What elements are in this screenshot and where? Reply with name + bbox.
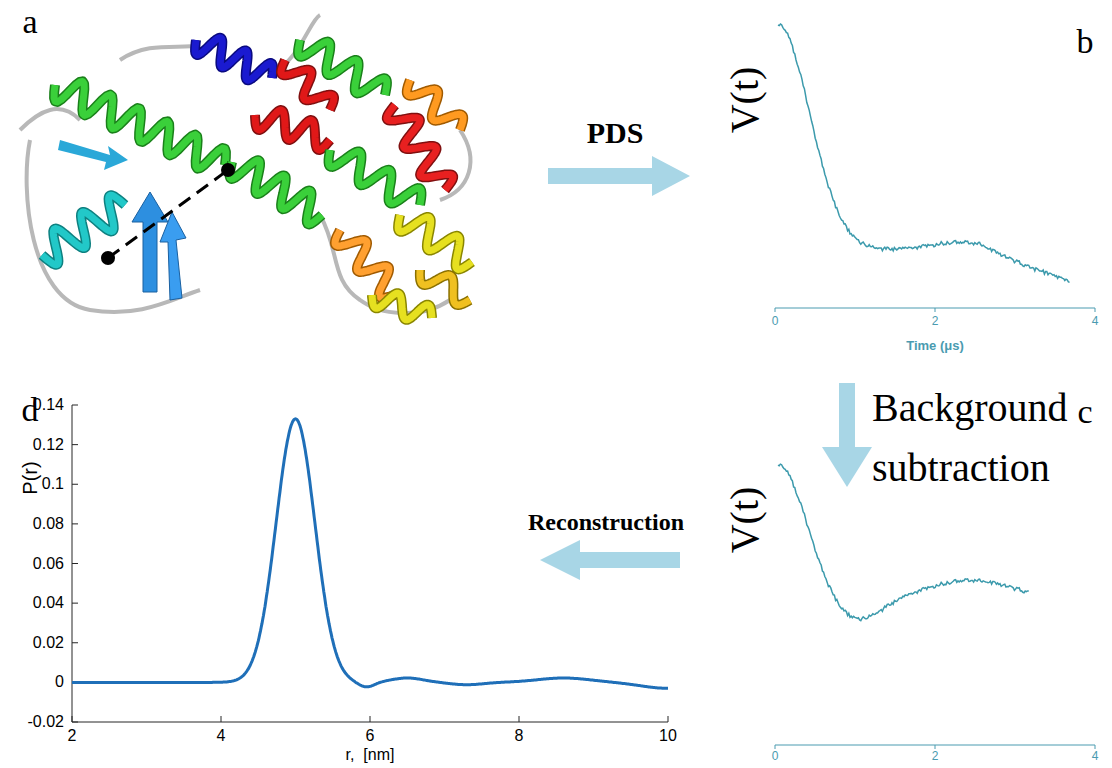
- axis-label: V(t): [723, 67, 767, 134]
- tick: [72, 405, 78, 406]
- axis-b: [775, 308, 1095, 312]
- signal-trace: [778, 24, 1070, 282]
- helix: [255, 110, 330, 150]
- helix: [372, 293, 432, 320]
- tick-label: 4: [217, 727, 226, 745]
- helix: [407, 80, 463, 130]
- tick-label: 0: [772, 315, 779, 328]
- tick: [72, 716, 73, 722]
- helix: [195, 38, 273, 81]
- tick: [519, 716, 520, 722]
- axis-c: [775, 745, 1095, 749]
- protein-ribbon: [20, 15, 472, 320]
- helix: [195, 38, 273, 81]
- spin-label: [221, 163, 235, 177]
- axis-label: Time (μs): [906, 339, 964, 353]
- loop: [120, 45, 200, 60]
- panel-letter: a: [22, 3, 37, 40]
- ticks-d: [72, 405, 668, 722]
- distance-line: [108, 170, 228, 258]
- tick-label: 0.06: [33, 555, 64, 573]
- tick: [72, 603, 78, 604]
- helix: [329, 150, 422, 205]
- tick-label: -0.02: [28, 713, 64, 731]
- arrow-right: [548, 156, 690, 196]
- helix: [398, 215, 472, 269]
- tick: [72, 444, 78, 445]
- helix: [54, 81, 226, 168]
- arrow-label: Reconstruction: [528, 509, 684, 535]
- panel-letter: b: [1077, 23, 1094, 60]
- helix: [230, 160, 322, 224]
- helix: [281, 60, 334, 110]
- helix: [42, 195, 125, 265]
- beta-strand: [160, 212, 186, 300]
- tick-label: 0.14: [33, 396, 64, 414]
- helix: [407, 80, 463, 130]
- tick-label: 2: [932, 750, 939, 763]
- tick: [72, 523, 78, 524]
- tick: [72, 642, 78, 643]
- tick-label: 0: [772, 750, 779, 763]
- spin-label: [101, 251, 115, 265]
- helix: [335, 230, 395, 298]
- axis-label: P(r): [19, 461, 41, 494]
- helix: [335, 230, 395, 298]
- helix: [255, 110, 330, 150]
- tick: [668, 716, 669, 722]
- axis-label: V(t): [723, 487, 767, 554]
- beta-strand: [58, 140, 128, 170]
- arrow-down: [822, 383, 872, 487]
- arrow-left: [540, 540, 680, 580]
- tick: [72, 563, 78, 564]
- tick: [72, 722, 78, 723]
- tick-label: 0.04: [33, 594, 64, 612]
- tick-label: 0.02: [33, 634, 64, 652]
- axis-d: [72, 405, 668, 722]
- helix: [42, 195, 125, 265]
- tick-label: 8: [515, 727, 524, 745]
- tick-label: 0.12: [33, 436, 64, 454]
- tick-label: 6: [366, 727, 375, 745]
- arrow-label: PDS: [587, 116, 644, 149]
- tick-label: 0: [55, 674, 64, 692]
- helix: [372, 293, 432, 320]
- helix: [54, 81, 226, 168]
- tick-label: 10: [659, 727, 677, 745]
- helix: [329, 150, 422, 205]
- helix: [398, 215, 472, 269]
- loop: [20, 109, 80, 130]
- tick: [72, 484, 78, 485]
- axis-label: r, [nm]: [346, 746, 395, 764]
- tick-label: 0.1: [42, 475, 64, 493]
- helix: [230, 160, 322, 224]
- tick: [370, 716, 371, 722]
- tick-label: 2: [932, 315, 939, 328]
- helix: [281, 60, 334, 110]
- arrow-label: Background subtraction: [872, 378, 1108, 498]
- tick: [221, 716, 222, 722]
- loop: [27, 140, 200, 312]
- panel-letter: c: [1077, 393, 1092, 430]
- tick-label: 4: [1092, 315, 1099, 328]
- distance-distribution: [72, 419, 668, 688]
- tick-label: 0.08: [33, 515, 64, 533]
- tick-label: 2: [68, 727, 77, 745]
- tick-label: 4: [1092, 750, 1099, 763]
